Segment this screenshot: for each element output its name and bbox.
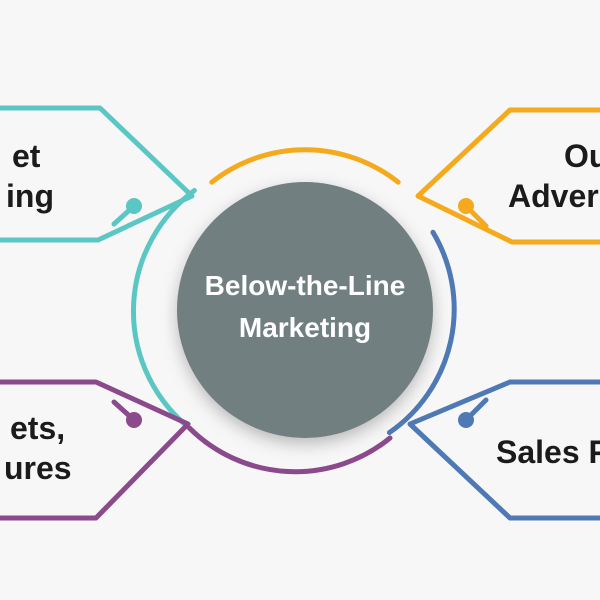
branch-label-bottom-right: Sales P xyxy=(496,432,600,472)
branch-connector-blue xyxy=(407,379,600,521)
center-circle xyxy=(177,182,433,438)
center-label: Below-the-Line Marketing xyxy=(175,265,435,349)
branch-node-orange xyxy=(458,198,474,214)
branch-node-teal xyxy=(126,198,142,214)
ring-arc-purple xyxy=(187,425,393,475)
branch-label-bottom-left-line2: ures xyxy=(4,450,72,486)
branch-label-top-right: Ou Adver xyxy=(508,136,600,216)
ring-arc-teal xyxy=(130,188,197,431)
branch-label-top-left: et ing xyxy=(6,136,54,216)
center-label-line2: Marketing xyxy=(238,312,372,343)
center-label-line1: Below-the-Line xyxy=(204,270,406,301)
branch-connector-purple xyxy=(0,379,191,521)
branch-label-bottom-left: ets, ures xyxy=(4,408,72,488)
branch-label-top-left-line2: ing xyxy=(6,178,54,214)
branch-label-bottom-right-line1: Sales P xyxy=(496,434,600,470)
branch-label-top-right-line1: Ou xyxy=(564,138,600,174)
branch-label-top-right-line2: Adver xyxy=(508,178,599,214)
branch-label-bottom-left-line1: ets, xyxy=(10,410,66,446)
branch-connector-orange xyxy=(415,107,600,245)
branch-connector-teal xyxy=(0,105,195,243)
branch-node-purple xyxy=(126,412,142,428)
branch-node-blue xyxy=(458,412,474,428)
ring-arc-blue xyxy=(386,229,457,436)
ring-arc-orange xyxy=(209,147,401,185)
branch-label-top-left-line1: et xyxy=(12,138,41,174)
